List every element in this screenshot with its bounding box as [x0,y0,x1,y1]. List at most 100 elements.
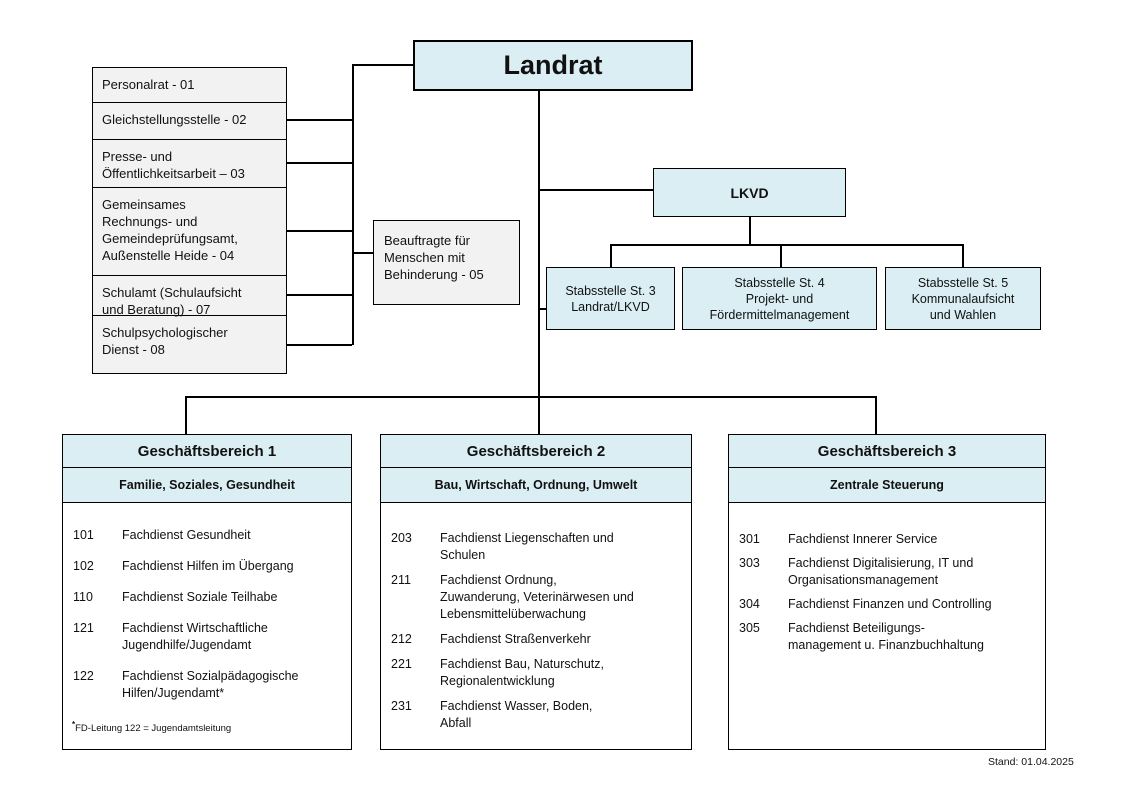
list-item: 122 Fachdienst Sozialpädagogische Hilfen… [63,668,351,702]
node-label: Stabsstelle St. 5 Kommunalaufsicht und W… [911,275,1015,322]
list-item: 301 Fachdienst Innerer Service [729,531,1045,548]
connector-line [538,308,546,310]
list-item: 304 Fachdienst Finanzen und Controlling [729,596,1045,613]
item-label: Fachdienst Liegenschaften und Schulen [440,531,614,562]
node-rechnungspruefungsamt: Gemeinsames Rechnungs- und Gemeindeprüfu… [93,188,286,276]
node-label: Presse- und Öffentlichkeitsarbeit – 03 [102,149,245,181]
panel-geschaeftsbereich-1: Geschäftsbereich 1 Familie, Soziales, Ge… [62,434,352,750]
panel-subtitle-label: Bau, Wirtschaft, Ordnung, Umwelt [434,478,638,492]
connector-line [185,396,876,398]
connector-line [610,244,963,246]
item-label: Fachdienst Gesundheit [122,528,251,542]
connector-line [538,189,653,191]
item-label: Fachdienst Sozialpädagogische Hilfen/Jug… [122,669,299,700]
node-label: Stabsstelle St. 3 Landrat/LKVD [565,283,656,314]
item-number: 102 [73,559,94,573]
connector-line [352,252,373,254]
panel-title: Geschäftsbereich 2 [381,435,691,468]
panel-body: 203 Fachdienst Liegenschaften und Schule… [381,503,691,748]
item-label: Fachdienst Finanzen und Controlling [788,597,992,611]
list-item: 303 Fachdienst Digitalisierung, IT und O… [729,555,1045,589]
item-label: Fachdienst Soziale Teilhabe [122,590,278,604]
node-gleichstellungsstelle: Gleichstellungsstelle - 02 [93,103,286,140]
node-stabsstelle-st4: Stabsstelle St. 4 Projekt- und Fördermit… [682,267,877,330]
node-label: Stabsstelle St. 4 Projekt- und Fördermit… [709,275,850,322]
panel-subtitle-label: Familie, Soziales, Gesundheit [119,478,295,492]
connector-line [287,230,352,232]
item-label: Fachdienst Wasser, Boden, Abfall [440,699,593,730]
footnote-text: FD-Leitung 122 = Jugendamtsleitung [75,723,232,734]
connector-line [875,396,877,434]
node-label: Schulpsychologischer Dienst - 08 [102,325,228,357]
panel-title-label: Geschäftsbereich 2 [466,442,606,460]
item-label: Fachdienst Ordnung, Zuwanderung, Veterin… [440,573,634,621]
node-lkvd-label: LKVD [730,184,769,201]
item-number: 304 [739,597,760,611]
item-number: 221 [391,657,412,671]
connector-line [538,91,540,434]
item-number: 231 [391,699,412,713]
node-stabsstelle-st5: Stabsstelle St. 5 Kommunalaufsicht und W… [885,267,1041,330]
connector-line [185,396,187,434]
panel-geschaeftsbereich-3: Geschäftsbereich 3 Zentrale Steuerung 30… [728,434,1046,750]
item-label: Fachdienst Hilfen im Übergang [122,559,294,573]
connector-line [287,162,352,164]
panel-title-label: Geschäftsbereich 3 [817,442,957,460]
item-number: 101 [73,528,94,542]
list-item: 102 Fachdienst Hilfen im Übergang [63,558,351,575]
connector-line [352,64,354,345]
item-label: Fachdienst Straßenverkehr [440,632,591,646]
node-personalrat: Personalrat - 01 [93,68,286,103]
item-label: Fachdienst Innerer Service [788,532,938,546]
list-item: 305 Fachdienst Beteiligungs- management … [729,620,1045,654]
node-schulpsychologischer-dienst: Schulpsychologischer Dienst - 08 [93,316,286,375]
footnote-marker: * [72,719,76,729]
connector-line [287,294,352,296]
item-number: 110 [73,590,93,604]
footnote: *FD-Leitung 122 = Jugendamtsleitung [72,720,231,734]
item-label: Fachdienst Bau, Naturschutz, Regionalent… [440,657,604,688]
item-number: 212 [391,632,412,646]
connector-line [610,244,612,267]
item-number: 305 [739,621,760,635]
connector-line [749,217,751,245]
list-item: 101 Fachdienst Gesundheit [63,527,351,544]
node-lkvd: LKVD [653,168,846,217]
panel-subtitle-label: Zentrale Steuerung [830,478,944,492]
panel-body: 101 Fachdienst Gesundheit 102 Fachdienst… [63,503,351,748]
node-stabsstelle-st3: Stabsstelle St. 3 Landrat/LKVD [546,267,675,330]
list-item: 121 Fachdienst Wirtschaftliche Jugendhil… [63,620,351,654]
node-presse: Presse- und Öffentlichkeitsarbeit – 03 [93,140,286,188]
panel-title-label: Geschäftsbereich 1 [137,442,277,460]
node-label: Gemeinsames Rechnungs- und Gemeindeprüfu… [102,197,238,263]
panel-subtitle: Bau, Wirtschaft, Ordnung, Umwelt [381,468,691,503]
node-label: Personalrat - 01 [102,77,195,92]
item-label: Fachdienst Wirtschaftliche Jugendhilfe/J… [122,621,268,652]
node-schulamt: Schulamt (Schulaufsicht und Beratung) - … [93,276,286,317]
node-label: Schulamt (Schulaufsicht und Beratung) - … [102,285,242,317]
node-landrat-label: Landrat [503,50,603,80]
connector-line [352,64,413,66]
list-item: 212 Fachdienst Straßenverkehr [381,631,691,648]
node-landrat: Landrat [413,40,693,91]
item-number: 301 [739,532,760,546]
list-item: 221 Fachdienst Bau, Naturschutz, Regiona… [381,656,691,690]
staff-units-panel: Personalrat - 01 Gleichstellungsstelle -… [92,67,287,374]
item-number: 121 [73,621,94,635]
item-number: 211 [391,573,411,587]
item-number: 303 [739,556,760,570]
list-item: 203 Fachdienst Liegenschaften und Schule… [381,530,691,564]
item-number: 203 [391,531,412,545]
connector-line [287,344,352,346]
panel-title: Geschäftsbereich 3 [729,435,1045,468]
panel-subtitle: Familie, Soziales, Gesundheit [63,468,351,503]
connector-line [287,119,352,121]
panel-title: Geschäftsbereich 1 [63,435,351,468]
node-behindertenbeauftragte: Beauftragte für Menschen mit Behinderung… [373,220,520,305]
panel-geschaeftsbereich-2: Geschäftsbereich 2 Bau, Wirtschaft, Ordn… [380,434,692,750]
node-label: Gleichstellungsstelle - 02 [102,112,247,127]
panel-subtitle: Zentrale Steuerung [729,468,1045,503]
item-number: 122 [73,669,94,683]
list-item: 211 Fachdienst Ordnung, Zuwanderung, Vet… [381,572,691,623]
